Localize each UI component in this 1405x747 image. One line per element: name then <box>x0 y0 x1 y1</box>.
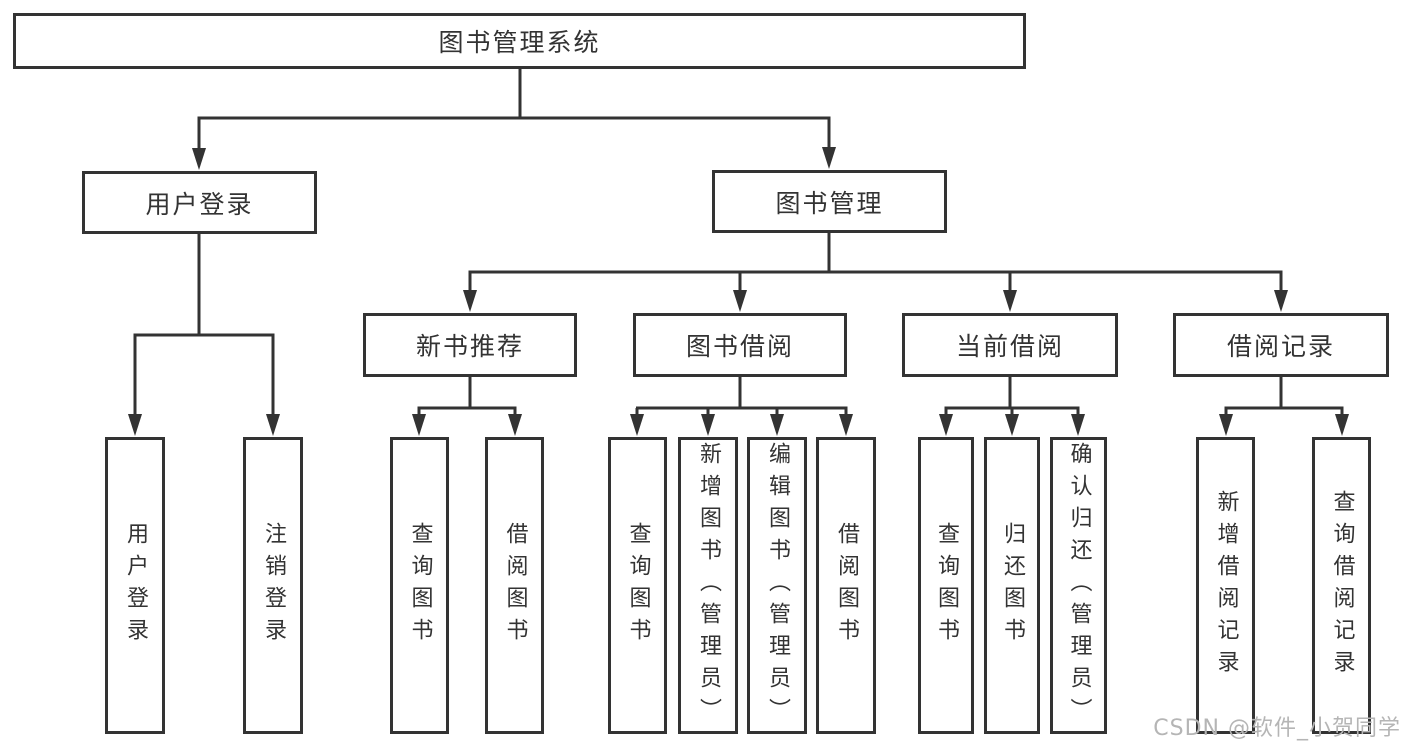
leaf-label: 注销登录 <box>261 521 286 650</box>
leaf-return-book: 归还图书 <box>984 437 1040 734</box>
connector-new-book-children <box>412 377 522 436</box>
leaf-query-borrow-record: 查询借阅记录 <box>1312 437 1371 734</box>
leaf-edit-book-admin: 编辑图书（管理员） <box>747 437 807 734</box>
leaf-label: 查询借阅记录 <box>1329 489 1355 682</box>
leaf-label: 借阅图书 <box>502 521 528 650</box>
node-library-management-system: 图书管理系统 <box>13 13 1026 69</box>
node-label: 当前借阅 <box>955 332 1064 361</box>
leaf-query-book-2: 查询图书 <box>608 437 667 734</box>
leaf-query-book-3: 查询图书 <box>918 437 974 734</box>
connector-borrow-record-children <box>1219 377 1349 436</box>
node-current-borrow: 当前借阅 <box>902 313 1118 377</box>
leaf-label: 查询图书 <box>625 521 651 650</box>
node-book-management: 图书管理 <box>712 170 947 233</box>
csdn-watermark: CSDN @软件_小贺同学 <box>1153 716 1401 741</box>
connector-book-management-children <box>463 233 1288 312</box>
leaf-label: 确认归还（管理员） <box>1066 441 1092 730</box>
leaf-add-borrow-record: 新增借阅记录 <box>1196 437 1255 734</box>
node-label: 新书推荐 <box>415 332 524 361</box>
leaf-label: 归还图书 <box>1000 521 1025 650</box>
leaf-label: 用户登录 <box>123 521 148 650</box>
leaf-query-book-1: 查询图书 <box>390 437 449 734</box>
connector-current-borrow-children <box>939 377 1085 436</box>
leaf-add-book-admin: 新增图书（管理员） <box>678 437 738 734</box>
node-new-book-recommend: 新书推荐 <box>363 313 577 377</box>
leaf-user-login: 用户登录 <box>105 437 165 734</box>
leaf-label: 查询图书 <box>407 521 433 650</box>
leaf-label: 查询图书 <box>934 521 959 650</box>
node-borrow-record: 借阅记录 <box>1173 313 1389 377</box>
leaf-label: 新增图书（管理员） <box>696 441 721 730</box>
leaf-logout: 注销登录 <box>243 437 303 734</box>
leaf-label: 借阅图书 <box>834 521 859 650</box>
connector-root-to-level2 <box>192 69 836 170</box>
node-label: 用户登录 <box>145 189 254 219</box>
leaf-borrow-book-2: 借阅图书 <box>816 437 876 734</box>
node-label: 图书管理系统 <box>438 28 601 57</box>
connector-book-borrow-children <box>630 377 853 436</box>
leaf-label: 编辑图书（管理员） <box>765 441 790 730</box>
node-user-login: 用户登录 <box>82 171 317 234</box>
leaf-borrow-book-1: 借阅图书 <box>485 437 544 734</box>
leaf-label: 新增借阅记录 <box>1213 489 1239 682</box>
node-label: 借阅记录 <box>1226 332 1335 361</box>
node-book-borrow: 图书借阅 <box>633 313 847 377</box>
node-label: 图书管理 <box>775 188 884 218</box>
leaf-confirm-return-admin: 确认归还（管理员） <box>1050 437 1107 734</box>
node-label: 图书借阅 <box>685 332 794 361</box>
connector-user-login-children <box>128 234 280 436</box>
